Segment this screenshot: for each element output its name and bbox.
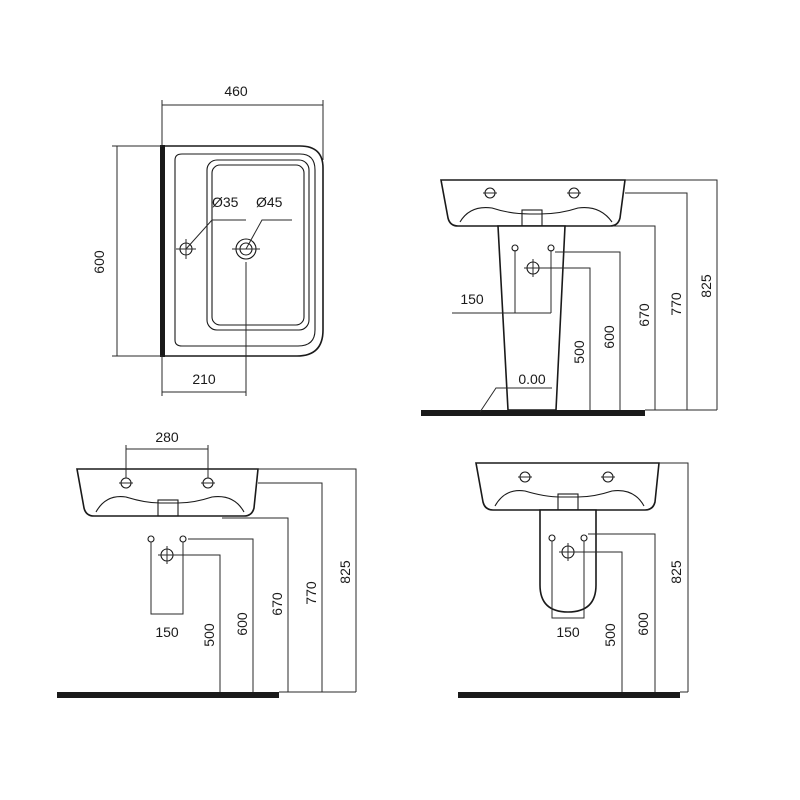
height-770: 770 — [303, 581, 319, 605]
height-825: 825 — [698, 274, 714, 298]
depth-dimension: 600 — [91, 250, 107, 274]
height-600: 600 — [601, 325, 617, 349]
height-825: 825 — [668, 560, 684, 584]
height-500: 500 — [571, 340, 587, 364]
basin-bowl — [206, 159, 310, 331]
fixing-spacing-dimension: 150 — [556, 624, 580, 640]
height-600: 600 — [234, 612, 250, 636]
waste-offset-dimension: 210 — [192, 371, 216, 387]
height-600: 600 — [635, 612, 651, 636]
floor-bar — [458, 692, 680, 698]
height-500: 500 — [201, 623, 217, 647]
fixing-spacing-dimension: 150 — [460, 291, 484, 307]
semi-pedestal-view: 150 500 600 825 — [458, 462, 689, 698]
fixing-spacing-dimension: 150 — [155, 624, 179, 640]
basin-front — [440, 179, 626, 227]
height-500: 500 — [602, 623, 618, 647]
tap-spacing-dimension: 280 — [155, 429, 179, 445]
floor-bar — [57, 692, 279, 698]
basin-bowl-inner — [211, 164, 305, 326]
pedestal-view: 150 0.00 500 600 670 770 825 — [421, 179, 718, 416]
floor-bar — [421, 410, 645, 416]
height-670: 670 — [269, 592, 285, 616]
width-dimension: 460 — [224, 83, 248, 99]
height-825: 825 — [337, 560, 353, 584]
basin-rim — [174, 153, 316, 347]
basin-outline — [165, 145, 324, 357]
top-view: 460 600 Ø35 Ø45 210 — [91, 83, 324, 396]
height-770: 770 — [668, 292, 684, 316]
basin-front — [475, 462, 660, 511]
floor-level-label: 0.00 — [518, 371, 545, 387]
basin-front — [76, 468, 259, 517]
wall-hung-view: 280 150 500 600 670 770 825 — [57, 429, 357, 698]
tap-hole-label: Ø35 — [212, 194, 239, 210]
wall-bar — [160, 145, 165, 357]
waste-hole-label: Ø45 — [256, 194, 283, 210]
height-670: 670 — [636, 303, 652, 327]
